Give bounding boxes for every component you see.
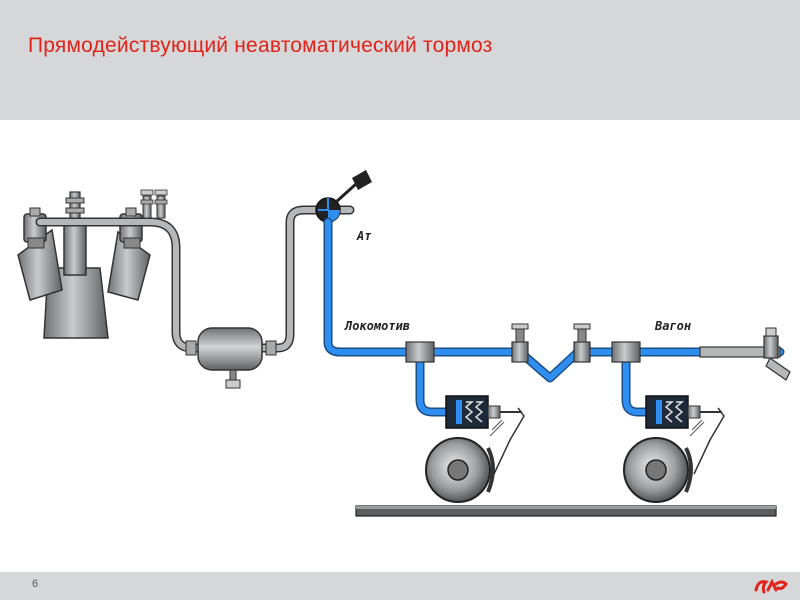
main-reservoir [185,327,277,389]
slide-footer: 6 [0,572,800,600]
page-number: 6 [32,578,39,590]
blue-brake-line [323,217,785,417]
rail [355,505,777,517]
outlet-valves [140,189,168,219]
brake-valve [315,170,372,223]
rzd-logo [754,578,788,594]
train-line-end [699,335,791,381]
wagon-label: Вагон [654,319,691,333]
locomotive-brake-cylinder [445,395,525,475]
wagon-wheel [623,437,693,503]
locomotive-wheel [425,437,495,503]
pipe-fittings [405,323,777,363]
slide-header: Прямодействующий неавтоматический тормоз [0,0,800,120]
compressor [17,191,151,339]
slide-title: Прямодействующий неавтоматический тормоз [28,34,493,57]
valve-label: Ат [356,229,371,243]
wagon-brake-cylinder [645,395,725,475]
locomotive-label: Локомотив [344,319,410,333]
brake-scheme-diagram: Ат Локомотив Вагон [17,170,791,517]
